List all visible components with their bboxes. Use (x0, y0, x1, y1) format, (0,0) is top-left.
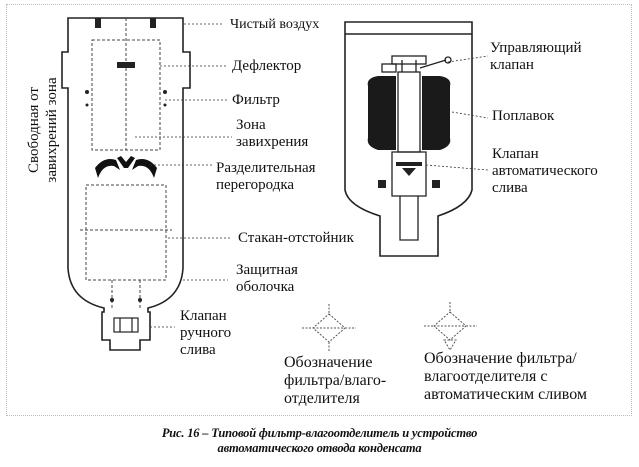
separator-baffle (95, 156, 157, 178)
filter-body (61, 17, 191, 351)
right-leaders (425, 55, 489, 171)
label-guard: Защитная оболочка (236, 262, 298, 295)
label-bowl: Стакан-отстойник (238, 230, 354, 246)
label-quiet-zone: Свободная от завихрений зона (26, 77, 60, 183)
label-clean-air: Чистый воздух (230, 17, 320, 32)
control-valve (381, 56, 452, 73)
caption-line-1: Рис. 16 – Типовой фильтр-влагоотделитель… (161, 426, 478, 440)
caption-line-2: автоматического отвода конденсата (217, 441, 422, 455)
label-control-valve: Управляющий клапан (490, 40, 582, 73)
label-symbol-filter: Обозначение фильтра/влаго- отделителя (284, 354, 387, 407)
filter-head-details (85, 18, 167, 302)
float (367, 76, 451, 150)
label-separator: Разделительная перегородка (216, 160, 316, 193)
label-manual-drain: Клапан ручного слива (180, 308, 232, 358)
drain-valve-seat (378, 162, 440, 188)
label-float: Поплавок (492, 108, 555, 124)
label-symbol-auto: Обозначение фильтра/ влагоотделителя с а… (424, 350, 588, 403)
label-deflector: Дефлектор (232, 58, 302, 74)
figure-caption: Рис. 16 – Типовой фильтр-влагоотделитель… (0, 426, 639, 456)
manual-drain-valve (113, 317, 139, 333)
label-auto-drain: Клапан автоматического слива (492, 146, 598, 196)
float-stem (391, 55, 427, 241)
label-swirl-zone: Зона завихрения (236, 117, 309, 150)
leader-lines (135, 23, 232, 328)
label-filter: Фильтр (232, 92, 280, 108)
symbol-auto-drain-icon (424, 302, 477, 351)
filter-element (80, 18, 172, 310)
figure-frame (6, 4, 632, 416)
auto-drain-bowl (344, 21, 473, 257)
symbol-filter-icon (302, 304, 356, 352)
